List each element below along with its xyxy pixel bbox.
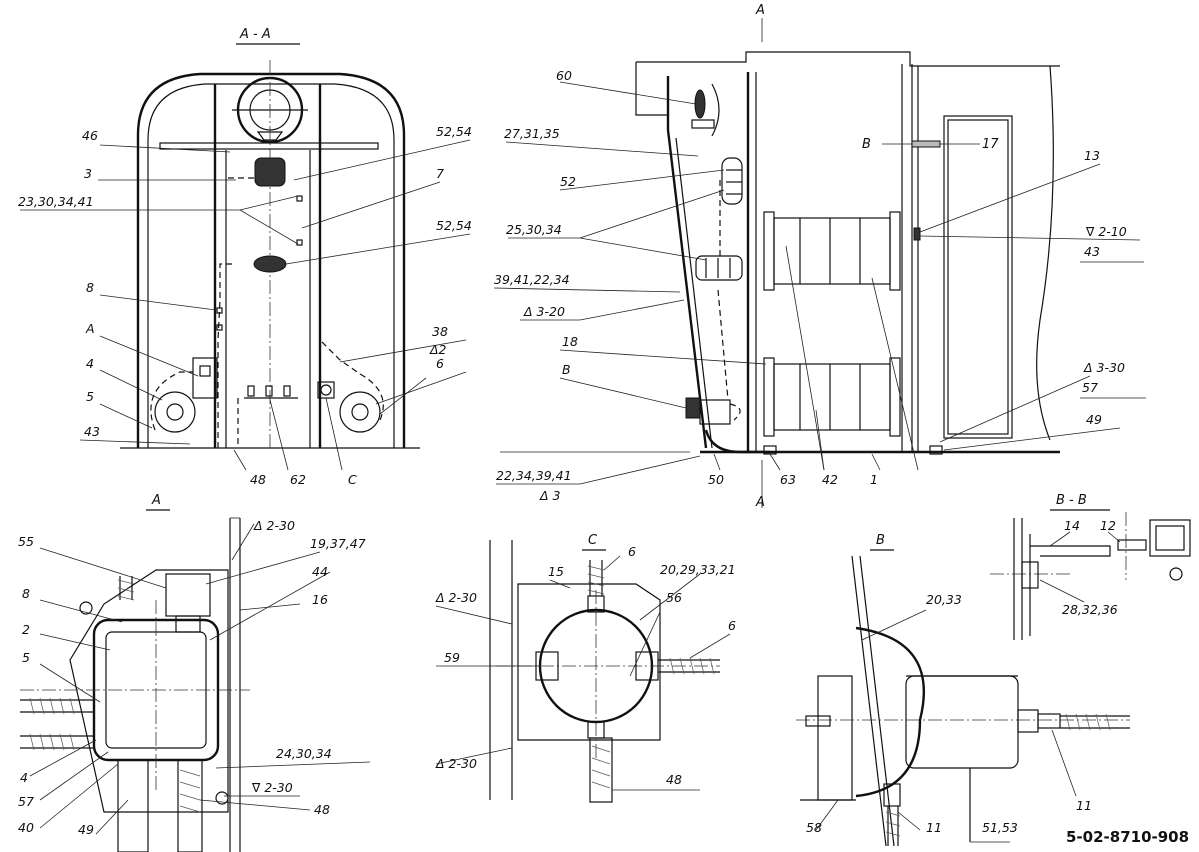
label-11-right: 11 — [1076, 798, 1092, 813]
label-56: 56 — [666, 590, 682, 605]
label-49-detail: 49 — [78, 822, 94, 837]
document-number: 5-02-8710-908 — [1066, 828, 1189, 846]
label-delta-2-30-c-top: Δ 2-30 — [435, 590, 477, 605]
label-59: 59 — [444, 650, 460, 665]
label-43-side: Δ 3-30 — [1083, 360, 1125, 375]
label-63: 42 — [822, 472, 838, 487]
cut-mark-b-right: 17 — [982, 137, 999, 152]
label-17: 13 — [1084, 148, 1100, 163]
label-24-30-34: 24,30,34 — [276, 746, 332, 761]
label-delta-3-20: Δ 3-20 — [523, 304, 565, 319]
label-58: 58 — [806, 820, 822, 835]
main-side-view: A — [493, 3, 1146, 510]
label-4: 4 — [86, 356, 94, 371]
label-27-31-35: 27,31,35 — [504, 126, 560, 141]
detail-c-title: C — [588, 533, 598, 548]
label-28-32-36: 28,32,36 — [1062, 602, 1118, 617]
label-16: 16 — [312, 592, 328, 607]
label-49: 50 — [708, 472, 724, 487]
label-nabla-2-30: ∇ 2-30 — [251, 780, 293, 795]
label-48-c: 48 — [666, 772, 682, 787]
label-13: ∇ 2-10 — [1085, 224, 1127, 239]
label-42: 1 — [870, 472, 878, 487]
label-5: 5 — [86, 389, 94, 404]
label-19-37-47: 19,37,47 — [310, 536, 366, 551]
label-50: 63 — [780, 472, 796, 487]
label-2: 2 — [22, 622, 30, 637]
label-48-detail: 48 — [314, 802, 330, 817]
label-20-33: 20,33 — [926, 592, 962, 607]
label-23-30-34-41: 23,30,34,41 — [18, 194, 94, 209]
label-7: 7 — [436, 166, 444, 181]
label-nabla-2-10: 43 — [1084, 244, 1100, 259]
label-3: 3 — [84, 166, 92, 181]
section-bb-view: B - B 14 12 28,32,36 — [990, 493, 1191, 640]
label-57: 49 — [1086, 412, 1102, 427]
label-14: 14 — [1064, 518, 1080, 533]
label-52-54-upper: 52,54 — [436, 124, 472, 139]
detail-a-view: A Δ 2-30 19,37,47 55 8 — [18, 493, 371, 852]
cut-mark-a-bottom: A — [755, 495, 765, 510]
section-aa-title: А - А — [239, 27, 271, 42]
label-38: 38 — [432, 324, 448, 339]
label-20-29-33-21: 20,29,33,21 — [660, 562, 736, 577]
cut-mark-a-top: A — [755, 3, 765, 18]
label-6-top: 6 — [628, 544, 636, 559]
label-6: 6 — [436, 356, 444, 371]
label-delta-2-30: Δ 2-30 — [253, 518, 295, 533]
label-delta-2-30-c-bottom: Δ 2-30 — [435, 756, 477, 771]
label-8-detail: 8 — [22, 586, 30, 601]
label-48: 48 — [250, 472, 266, 487]
label-60: 60 — [556, 68, 572, 83]
detail-b-view: B 20,33 58 11 51,53 11 — [796, 533, 1130, 847]
detail-b-title: B — [876, 533, 885, 548]
label-52-54-lower: 52,54 — [436, 218, 472, 233]
label-6-right: 6 — [728, 618, 736, 633]
label-25-30-34: 25,30,34 — [506, 222, 562, 237]
detail-c-view: C 15 6 20,29,33,21 56 6 Δ — [435, 533, 736, 803]
section-bb-title: B - B — [1056, 493, 1087, 508]
label-18: 18 — [562, 334, 578, 349]
label-b-callout: B — [562, 362, 571, 377]
label-15: 15 — [548, 564, 564, 579]
label-delta-2: Δ2 — [429, 342, 447, 357]
label-43: 43 — [84, 424, 100, 439]
detail-a-title: A — [151, 493, 161, 508]
label-40: 40 — [18, 820, 34, 835]
cut-mark-b-left: B — [862, 137, 871, 152]
label-delta-3-30: 57 — [1082, 380, 1098, 395]
label-22-34-39-41: 22,34,39,41 — [496, 468, 572, 483]
label-a: A — [85, 321, 95, 336]
label-5-detail: 5 — [22, 650, 30, 665]
label-4-detail: 4 — [20, 770, 28, 785]
label-delta-3: Δ 3 — [539, 488, 561, 503]
label-8: 8 — [86, 280, 94, 295]
label-11-bottom: 11 — [926, 820, 942, 835]
label-52: 52 — [560, 174, 576, 189]
label-39-41-22-34: 39,41,22,34 — [494, 272, 570, 287]
label-51-53: 51,53 — [982, 820, 1018, 835]
label-46: 46 — [82, 128, 98, 143]
label-62: 62 — [290, 472, 306, 487]
label-55: 55 — [18, 534, 34, 549]
label-44: 44 — [312, 564, 328, 579]
label-c: C — [348, 472, 357, 487]
section-aa-view: А - А — [18, 27, 472, 487]
label-57-detail: 57 — [18, 794, 34, 809]
label-12: 12 — [1100, 518, 1116, 533]
